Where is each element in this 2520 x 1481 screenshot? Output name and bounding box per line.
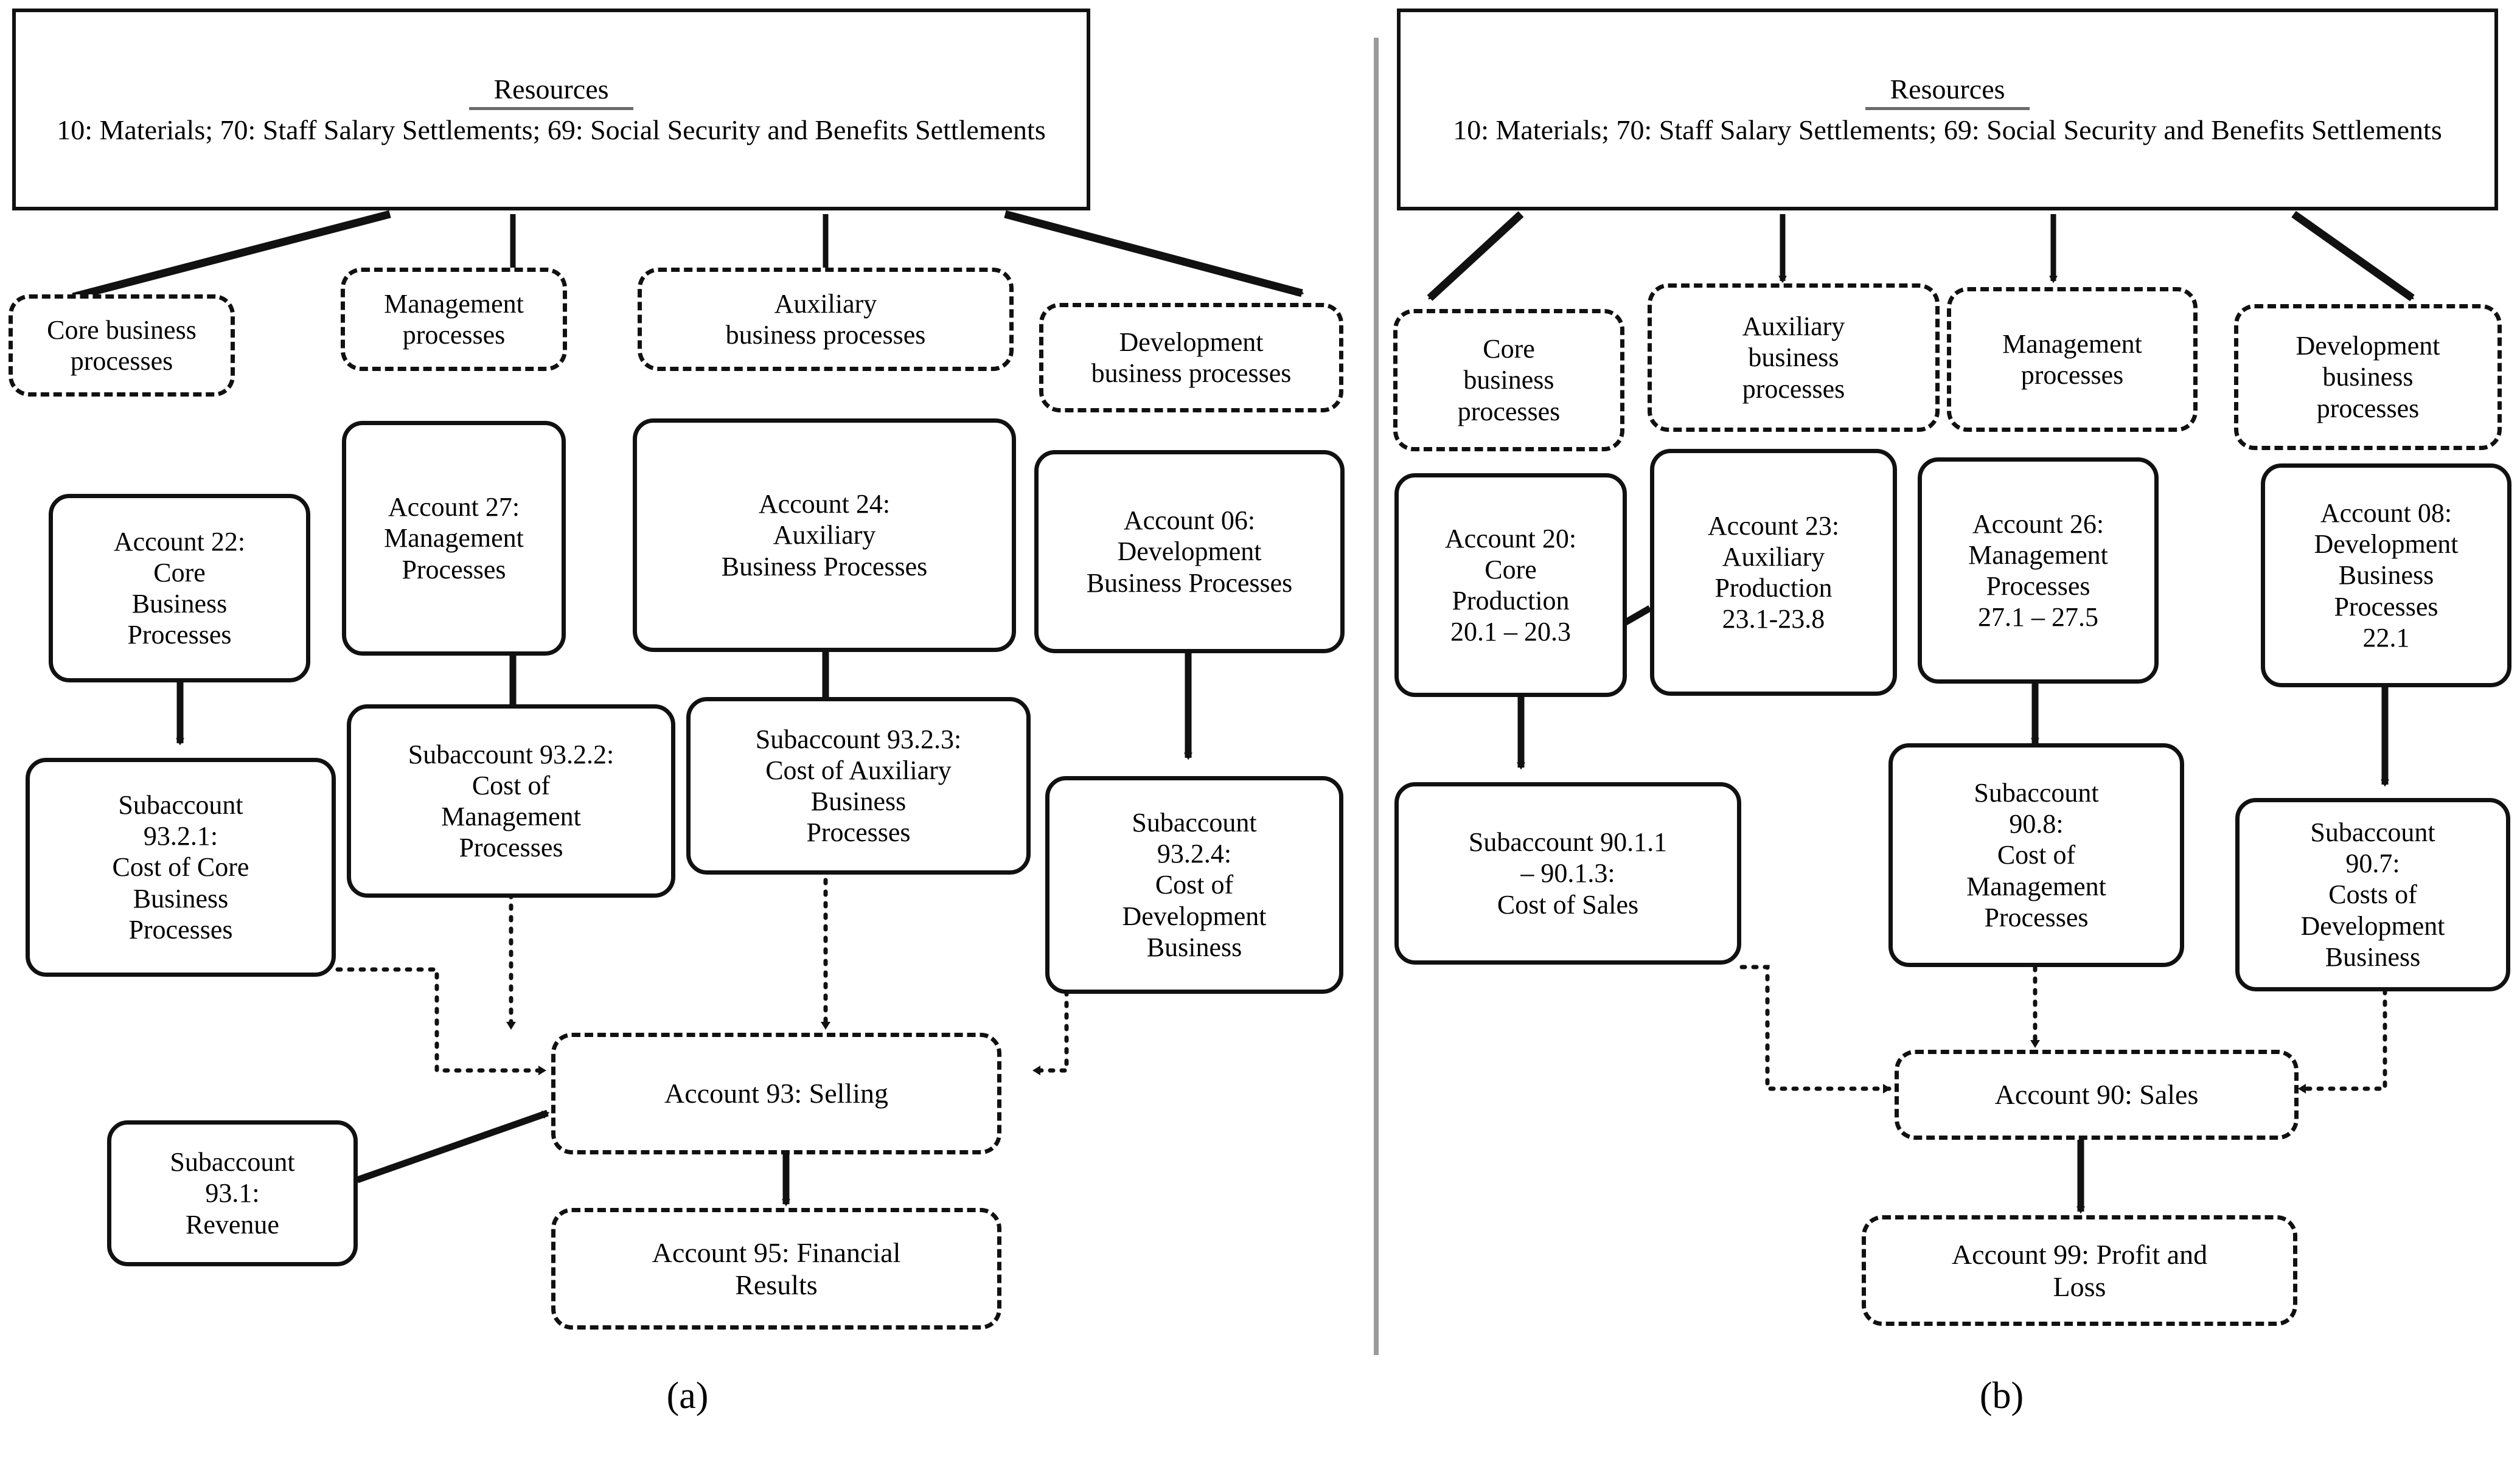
subaccount-90-7-b-label: Subaccount 90.7: Costs of Development Bu… xyxy=(2300,817,2445,972)
subaccount-93-2-3-a[interactable]: Subaccount 93.2.3: Cost of Auxiliary Bus… xyxy=(686,697,1031,875)
category-development-b[interactable]: Development business processes xyxy=(2234,304,2502,450)
subaccount-93-2-2-a[interactable]: Subaccount 93.2.2: Cost of Management Pr… xyxy=(347,704,675,898)
account-95-financial-results-a-label: Account 95: Financial Results xyxy=(652,1236,901,1300)
account-20-b[interactable]: Account 20: Core Production 20.1 – 20.3 xyxy=(1394,473,1627,697)
resources-title-a: Resources xyxy=(469,73,633,110)
account-26-b-label: Account 26: Management Processes 27.1 – … xyxy=(1968,508,2108,633)
account-06-a[interactable]: Account 06: Development Business Process… xyxy=(1034,450,1345,653)
account-23-b[interactable]: Account 23: Auxiliary Production 23.1-23… xyxy=(1650,449,1897,696)
subaccount-93-1-revenue-a[interactable]: Subaccount 93.1: Revenue xyxy=(107,1120,358,1266)
account-99-profit-and-loss-b-label: Account 99: Profit and Loss xyxy=(1951,1238,2208,1302)
category-core-a-label: Core business processes xyxy=(47,314,197,376)
panel-divider xyxy=(1374,38,1379,1355)
account-24-a[interactable]: Account 24: Auxiliary Business Processes xyxy=(633,418,1016,652)
resources-lines-b: 10: Materials; 70: Staff Salary Settleme… xyxy=(1453,114,2442,145)
account-23-b-label: Account 23: Auxiliary Production 23.1-23… xyxy=(1707,510,1840,634)
account-90-sales-b[interactable]: Account 90: Sales xyxy=(1895,1050,2299,1140)
account-08-b-label: Account 08: Development Business Process… xyxy=(2314,498,2459,653)
category-development-a[interactable]: Development business processes xyxy=(1039,303,1343,412)
category-auxiliary-b[interactable]: Auxiliary business processes xyxy=(1648,283,1940,432)
category-management-b[interactable]: Management processes xyxy=(1947,287,2198,432)
account-95-financial-results-a[interactable]: Account 95: Financial Results xyxy=(551,1208,1001,1330)
subaccount-93-2-2-a-label: Subaccount 93.2.2: Cost of Management Pr… xyxy=(408,739,614,863)
category-core-a[interactable]: Core business processes xyxy=(9,294,235,397)
account-90-sales-b-label: Account 90: Sales xyxy=(1994,1079,2199,1111)
account-93-selling-a-label: Account 93: Selling xyxy=(664,1078,888,1109)
category-management-a-label: Management processes xyxy=(384,288,524,350)
subaccount-93-1-revenue-a-label: Subaccount 93.1: Revenue xyxy=(170,1147,295,1240)
account-08-b[interactable]: Account 08: Development Business Process… xyxy=(2261,463,2511,687)
category-development-a-label: Development business processes xyxy=(1091,327,1292,388)
category-auxiliary-b-label: Auxiliary business processes xyxy=(1742,311,1845,404)
subaccount-93-2-3-a-label: Subaccount 93.2.3: Cost of Auxiliary Bus… xyxy=(755,724,962,848)
category-core-b[interactable]: Core business processes xyxy=(1393,309,1624,451)
category-development-b-label: Development business processes xyxy=(2295,331,2440,423)
subaccount-90-1-1-b[interactable]: Subaccount 90.1.1 – 90.1.3: Cost of Sale… xyxy=(1394,782,1741,965)
subaccount-93-2-4-a-label: Subaccount 93.2.4: Cost of Development B… xyxy=(1122,808,1267,962)
subaccount-90-7-b[interactable]: Subaccount 90.7: Costs of Development Bu… xyxy=(2235,798,2510,991)
subaccount-90-1-1-b-label: Subaccount 90.1.1 – 90.1.3: Cost of Sale… xyxy=(1468,827,1668,920)
category-management-b-label: Management processes xyxy=(2002,328,2142,390)
account-22-a[interactable]: Account 22: Core Business Processes xyxy=(49,494,310,682)
category-auxiliary-a-label: Auxiliary business processes xyxy=(725,288,926,350)
panel-caption-a: (a) xyxy=(666,1375,709,1417)
account-93-selling-a[interactable]: Account 93: Selling xyxy=(551,1033,1001,1154)
subaccount-93-2-4-a[interactable]: Subaccount 93.2.4: Cost of Development B… xyxy=(1045,776,1343,994)
account-27-a-label: Account 27: Management Processes xyxy=(384,492,524,584)
account-99-profit-and-loss-b[interactable]: Account 99: Profit and Loss xyxy=(1862,1215,2297,1326)
category-auxiliary-a[interactable]: Auxiliary business processes xyxy=(638,268,1014,371)
account-22-a-label: Account 22: Core Business Processes xyxy=(113,526,246,650)
account-24-a-label: Account 24: Auxiliary Business Processes xyxy=(721,489,928,581)
resources-title-b: Resources xyxy=(1865,73,2030,110)
resources-lines-a: 10: Materials; 70: Staff Salary Settleme… xyxy=(57,114,1046,145)
subaccount-90-8-b-label: Subaccount 90.8: Cost of Management Proc… xyxy=(1966,778,2106,932)
panel-caption-b: (b) xyxy=(1979,1375,2024,1417)
account-26-b[interactable]: Account 26: Management Processes 27.1 – … xyxy=(1918,457,2159,684)
category-core-b-label: Core business processes xyxy=(1457,334,1561,426)
resources-box-b: Resources 10: Materials; 70: Staff Salar… xyxy=(1397,9,2498,210)
subaccount-93-2-1-a-label: Subaccount 93.2.1: Cost of Core Business… xyxy=(112,790,249,945)
category-management-a[interactable]: Management processes xyxy=(341,268,567,371)
subaccount-90-8-b[interactable]: Subaccount 90.8: Cost of Management Proc… xyxy=(1888,743,2184,967)
resources-box-a: Resources 10: Materials; 70: Staff Salar… xyxy=(12,9,1090,210)
account-06-a-label: Account 06: Development Business Process… xyxy=(1086,505,1293,598)
account-20-b-label: Account 20: Core Production 20.1 – 20.3 xyxy=(1444,523,1577,647)
subaccount-93-2-1-a[interactable]: Subaccount 93.2.1: Cost of Core Business… xyxy=(26,758,336,977)
account-27-a[interactable]: Account 27: Management Processes xyxy=(342,421,566,656)
